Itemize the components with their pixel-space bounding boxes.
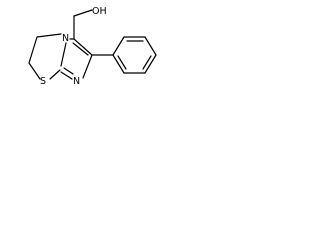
hydroxymethyl-group xyxy=(73,9,93,40)
bond-c-n-double-a xyxy=(60,71,73,80)
bond-n-ch2 xyxy=(36,33,62,38)
bond-n-c-fused xyxy=(60,42,67,67)
bond-ph-inner-c xyxy=(117,55,127,70)
chemical-structure: OH N N S xyxy=(0,0,197,109)
bond-ch2-s xyxy=(28,62,41,80)
bond-ph-3 xyxy=(144,36,157,56)
bond-ph-1 xyxy=(112,36,125,56)
phenyl-ring xyxy=(91,36,157,74)
atom-label-nitrogen-top: N xyxy=(62,33,69,44)
bond-c-n-double-b xyxy=(63,67,74,75)
atom-label-nitrogen-bottom: N xyxy=(73,76,80,87)
thiazolidine-ring xyxy=(28,33,62,80)
bond-c5-c4-b xyxy=(72,42,89,56)
bond-s-c xyxy=(49,69,61,80)
bond-ch2-o xyxy=(73,9,93,17)
structure-canvas: OH N N S xyxy=(28,6,157,87)
atom-label-hydroxyl: OH xyxy=(92,6,107,17)
atom-label-sulfur: S xyxy=(40,76,46,87)
bond-ph-4 xyxy=(144,54,157,74)
bond-ph-inner-b xyxy=(142,55,152,70)
imidazole-ring xyxy=(60,38,93,80)
bond-ch2-ch2 xyxy=(28,36,38,64)
bond-n-c5 xyxy=(82,54,93,79)
bond-ph-6 xyxy=(112,54,125,74)
bond-c5-c4-a xyxy=(73,38,93,56)
